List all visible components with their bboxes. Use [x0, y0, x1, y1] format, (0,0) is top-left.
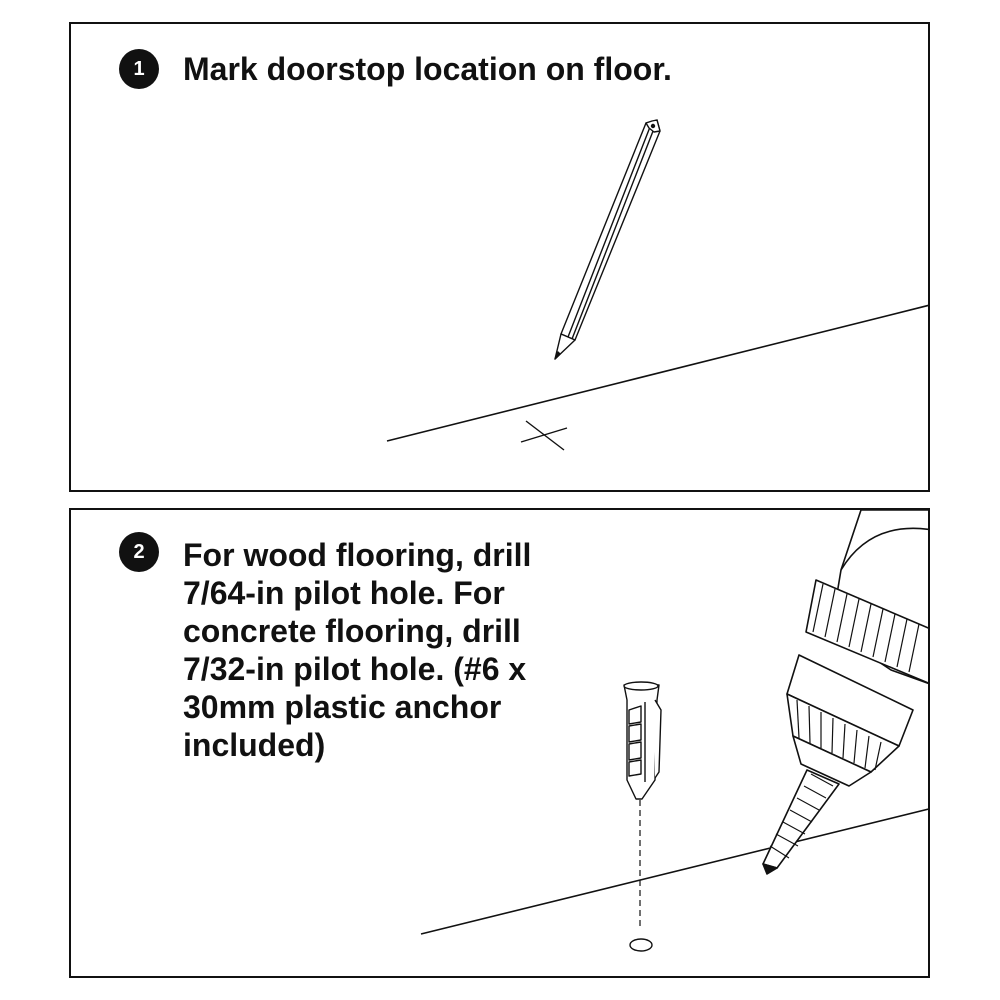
step-1-illustration — [386, 119, 928, 451]
floor-line — [420, 808, 928, 935]
step-number-badge: 2 — [119, 532, 159, 572]
step-2-panel: 2 For wood flooring, drill 7/64-in pilot… — [69, 508, 930, 978]
step-instruction: Mark doorstop location on floor. — [183, 51, 672, 87]
step-1-panel: 1 Mark doorstop location on floor. — [69, 22, 930, 492]
step-number-badge: 1 — [119, 49, 159, 89]
step-instruction: For wood flooring, drill 7/64-in pilot h… — [183, 537, 532, 763]
floor-line — [386, 304, 928, 442]
plastic-anchor-icon — [623, 681, 662, 800]
step-2-illustration — [420, 510, 928, 952]
drill-icon — [762, 510, 928, 875]
floor-mark-x-icon — [520, 420, 568, 451]
pencil-icon — [554, 119, 661, 360]
pilot-hole-icon — [629, 938, 653, 952]
